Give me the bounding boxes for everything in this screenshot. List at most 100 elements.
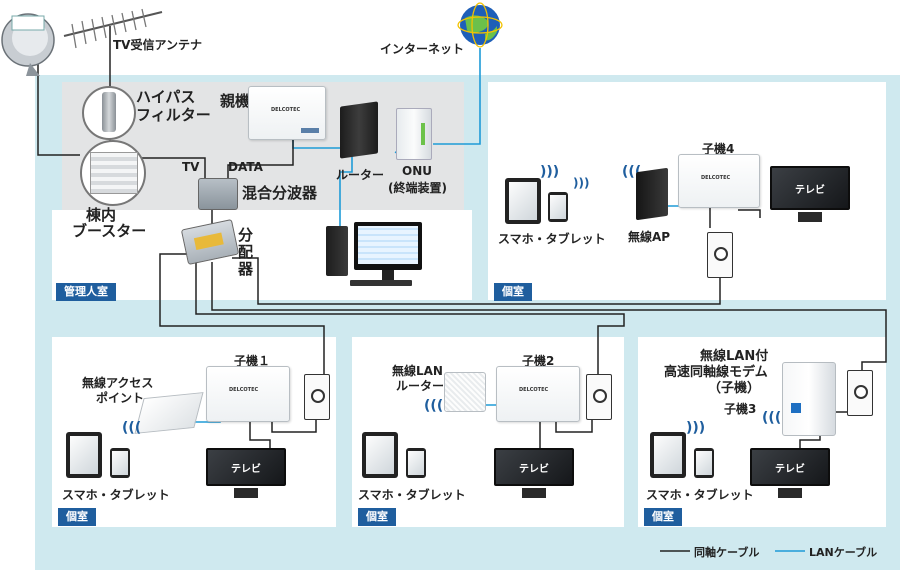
smartphone-tablet-label-room4: スマホ・タブレット (498, 232, 606, 246)
coax-splitter-child3-outlet (211, 262, 887, 386)
tv-room1: テレビ (206, 448, 286, 498)
parent-device: DELCOTEC (248, 86, 326, 140)
satellite-dish-icon (1, 13, 55, 76)
onu-icon (396, 108, 432, 160)
parent-device-brand: DELCOTEC (271, 107, 301, 113)
smartphone-tablet-label-room3: スマホ・タブレット (646, 488, 754, 502)
wireless-ap-icon (636, 167, 668, 221)
child1-device: DELCOTEC (206, 366, 290, 422)
onu-label-line2: (終端装置) (388, 181, 447, 195)
tv-room3: テレビ (750, 448, 830, 498)
router-icon (340, 101, 378, 159)
smartphone-icon-room4 (548, 192, 568, 222)
lan-internet-onu (433, 48, 481, 145)
wireless-access-point-label-line1: 無線アクセス (82, 376, 154, 390)
splitter-label-2: 配 (238, 243, 254, 261)
smartphone-tablet-label-room1: スマホ・タブレット (62, 488, 170, 502)
child3-title-line3: （子機） (708, 381, 761, 396)
smartphone-icon-room2 (406, 448, 426, 478)
coax-child2-outlet (555, 416, 593, 433)
coax-outlet-room1 (304, 374, 330, 420)
tv-antenna-icon (63, 8, 163, 50)
tv-antenna-label: TV受信アンテナ (113, 38, 202, 52)
internet-label: インターネット (380, 42, 465, 56)
splitter-label-1: 分 (238, 226, 254, 244)
coax-child1-tv (249, 420, 271, 448)
wifi-icon-ap-room1: ))) (122, 420, 142, 436)
child1-label: 子機１ (234, 354, 271, 368)
wifi-icon-phone-room4: ))) (573, 176, 590, 190)
wireless-ap-label: 無線AP (628, 230, 671, 244)
child2-label: 子機2 (522, 354, 555, 368)
child4-label: 子機4 (702, 142, 735, 156)
coax-splitter-child2-outlet (195, 260, 625, 386)
wifi-icon-tablet-room4: ))) (540, 164, 560, 180)
coax-mixer-parent (227, 140, 294, 178)
smartphone-icon-room3 (694, 448, 714, 478)
tv-room3-screen: テレビ (750, 448, 830, 486)
pc-tower-icon (326, 226, 348, 276)
pc-monitor-stand (382, 270, 394, 280)
coax-child4-tv (738, 209, 761, 218)
child1-device-brand: DELCOTEC (229, 387, 259, 393)
wireless-access-point-icon (134, 392, 204, 434)
smartphone-icon-room1 (110, 448, 130, 478)
wifi-icon-router-room2: ))) (424, 398, 444, 414)
tablet-icon-room2 (362, 432, 398, 478)
tv-room2-screen: テレビ (494, 448, 574, 486)
wireless-lan-router-label-line1: 無線LAN (392, 364, 443, 378)
pc-monitor-icon (354, 222, 422, 270)
coax-child1-outlet (271, 416, 317, 433)
room-tag-private-4: 個室 (494, 283, 532, 301)
coax-outlet-room4 (707, 232, 733, 278)
child4-device-brand: DELCOTEC (701, 175, 731, 181)
onu-label-line1: ONU (402, 164, 432, 178)
legend-lan-label: LANケーブル (809, 546, 878, 559)
smartphone-tablet-label-room2: スマホ・タブレット (358, 488, 466, 502)
coax-outlet-room2 (586, 374, 612, 420)
child4-device: DELCOTEC (678, 154, 760, 208)
booster-icon (80, 140, 146, 206)
mixer-device (198, 178, 238, 210)
child3-title-line2: 高速同軸線モデム (664, 365, 768, 380)
pc-keyboard-icon (350, 280, 412, 286)
room-tag-admin: 管理人室 (56, 283, 116, 301)
child3-title-line1: 無線LAN付 (700, 349, 769, 364)
child2-device-brand: DELCOTEC (519, 387, 549, 393)
wireless-lan-router-label-line2: ルーター (396, 379, 445, 393)
child3-label: 子機3 (724, 402, 757, 416)
wireless-access-point-label-line2: ポイント (96, 391, 145, 405)
highpass-label-line2: フィルター (136, 106, 211, 124)
tv-room1-screen: テレビ (206, 448, 286, 486)
room-tag-private-3: 個室 (644, 508, 682, 526)
wifi-icon-tablet-room3: ))) (686, 420, 706, 436)
wifi-icon-modem-room3: ))) (762, 410, 782, 426)
mixer-label: 混合分波器 (242, 184, 318, 202)
splitter-label-3: 器 (238, 260, 254, 278)
coax-splitter-child4-outlet (232, 240, 721, 305)
coax-bs-booster (37, 55, 80, 156)
tablet-icon-room1 (66, 432, 102, 478)
booster-label-line1: 棟内 (86, 206, 117, 224)
parent-device-label: 親機 (220, 92, 251, 110)
child2-device: DELCOTEC (496, 366, 580, 422)
tv-room2: テレビ (494, 448, 574, 498)
child3-modem-device (782, 362, 836, 436)
tablet-icon-room3 (650, 432, 686, 478)
coax-booster-mixer (140, 157, 206, 178)
wireless-lan-router-icon (444, 372, 486, 412)
tv-room4: テレビ (770, 166, 850, 222)
legend-coax-label: 同軸ケーブル (694, 546, 760, 559)
booster-label-line2: ブースター (72, 222, 147, 240)
coax-outlet-room3 (847, 370, 873, 416)
tablet-icon-room4 (505, 178, 541, 224)
room-tag-private-1: 個室 (58, 508, 96, 526)
admin-room-panel-lower (62, 205, 272, 211)
highpass-filter-icon (82, 86, 136, 140)
lan-router-pc (339, 155, 353, 232)
mixer-data-port-label: DATA (228, 160, 263, 174)
mixer-tv-port-label: TV (182, 160, 200, 174)
room-tag-private-2: 個室 (358, 508, 396, 526)
tv-room4-screen: テレビ (770, 166, 850, 210)
globe-icon (457, 2, 503, 48)
